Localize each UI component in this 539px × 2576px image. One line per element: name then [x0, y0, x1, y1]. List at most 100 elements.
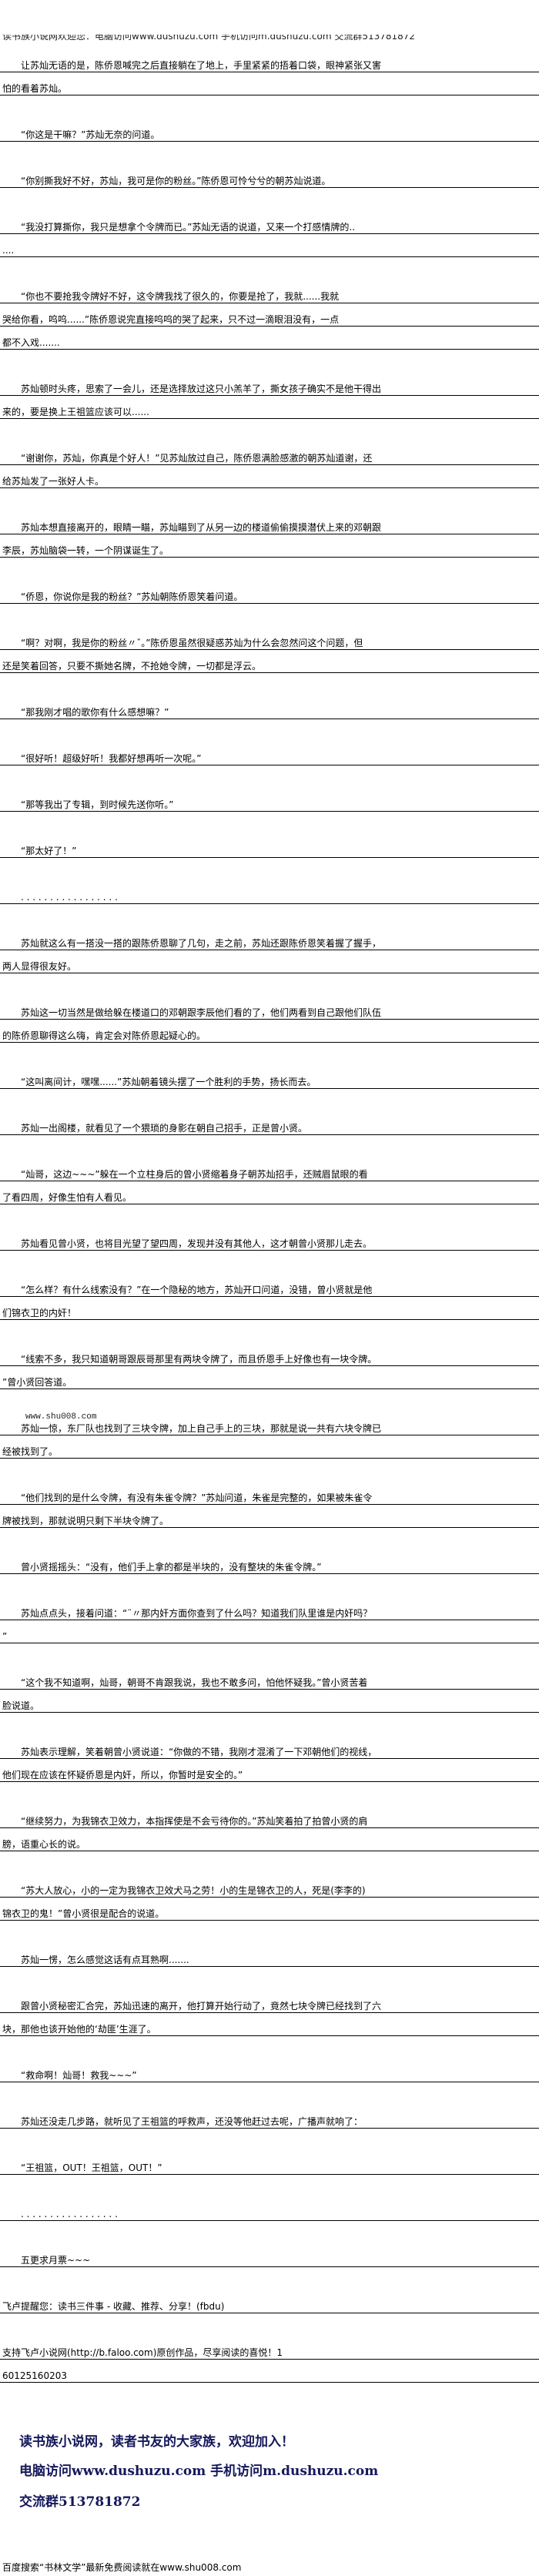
text-line: 苏灿就这么有一搭没一搭的跟陈侨恩聊了几句，走之前，苏灿还跟陈侨恩笑着握了握手， [0, 927, 539, 950]
blank-line [0, 142, 539, 165]
blank-line [0, 419, 539, 442]
text-line: 的陈侨恩聊得这么嗨，肯定会对陈侨恩起疑心的。 [0, 1020, 539, 1043]
text-line: 曾小贤摇摇头：“没有，他们手上拿的都是半块的，没有整块的朱雀令牌。” [0, 1551, 539, 1574]
blank-line [0, 812, 539, 835]
text-line: 锦衣卫的鬼！”曾小贤很是配合的说道。 [0, 1898, 539, 1921]
chapter-body: 让苏灿无语的是，陈侨恩喊完之后直接躺在了地上，手里紧紧的捂着口袋，眼神紧张又害怕… [0, 49, 539, 2383]
blank-line [0, 488, 539, 511]
text-line: 们锦衣卫的内奸！ [0, 1297, 539, 1320]
text-line: 给苏灿发了一张好人卡。 [0, 465, 539, 488]
text-line: .... [0, 234, 539, 257]
blank-line [0, 1089, 539, 1112]
blank-line [0, 257, 539, 280]
text-line: “这个我不知道啊，灿哥，朝哥不肯跟我说，我也不敢多问，怕他怀疑我。”曾小贤苦着 [0, 1667, 539, 1690]
blank-line [0, 1135, 539, 1158]
text-line: . . . . . . . . . . . . . . . . . [0, 881, 539, 904]
text-line: “啊？对啊，我是你的粉丝〃ˇ。”陈侨恩虽然很疑惑苏灿为什么会忽然问这个问题，但 [0, 627, 539, 650]
blank-line [0, 2036, 539, 2059]
text-line: 苏灿顿时头疼，思索了一会儿，还是选择放过这只小羔羊了，撕女孩子确实不是他干得出 [0, 373, 539, 396]
text-line: “救命啊！灿哥！救我~~~” [0, 2059, 539, 2082]
text-line: “很好听！超级好听！我都好想再听一次呢。” [0, 742, 539, 765]
text-line: 苏灿一惊，东厂队也找到了三块令牌，加上自己手上的三块，那就是说一共有六块令牌已 [0, 1412, 539, 1435]
text-line: “谢谢你，苏灿，你真是个好人！”见苏灿放过自己，陈侨恩满脸感激的朝苏灿道谢，还 [0, 442, 539, 465]
text-line: “继续努力，为我锦衣卫效力，本指挥使是不会亏待你的。”苏灿笑着拍了拍曾小贤的肩 [0, 1805, 539, 1828]
text-line: “你别撕我好不好，苏灿，我可是你的粉丝。”陈侨恩可怜兮兮的朝苏灿说道。 [0, 165, 539, 188]
blank-line [0, 673, 539, 696]
text-line: 苏灿一愣，怎么感觉这话有点耳熟啊....... [0, 1944, 539, 1967]
text-line: 两人显得很友好。 [0, 950, 539, 973]
blank-line [0, 1574, 539, 1597]
text-line: “苏大人放心，小的一定为我锦衣卫效犬马之劳！小的生是锦衣卫的人，死是(李李的) [0, 1874, 539, 1898]
text-line: 还是笑着回答，只要不撕她名牌，不抢她令牌，一切都是浮云。 [0, 650, 539, 673]
text-line: 跟曾小贤秘密汇合完，苏灿迅速的离开，他打算开始行动了，竟然七块令牌已经找到了六 [0, 1990, 539, 2013]
text-line: “你也不要抢我令牌好不好，这令牌我找了很久的，你要是抢了，我就......我就 [0, 280, 539, 303]
blank-line [0, 1204, 539, 1228]
blank-line [0, 1713, 539, 1736]
blank-line [0, 1643, 539, 1667]
site-banner-text: 读书族小说网欢迎您：电脑访问www.dushuzu.com 手机访问m.dush… [2, 35, 416, 42]
text-line: 脸说道。 [0, 1690, 539, 1713]
text-line: 怕的看着苏灿。 [0, 72, 539, 95]
blank-line [0, 1043, 539, 1066]
blank-line [0, 719, 539, 742]
watermark-url: www.shu008.com [25, 1412, 97, 1422]
text-line: “那等我出了专辑，到时候先送你听。” [0, 789, 539, 812]
site-banner: 读书族小说网欢迎您：电脑访问www.dushuzu.com 手机访问m.dush… [2, 35, 539, 44]
text-line: “他们找到的是什么令牌，有没有朱雀令牌？”苏灿问道，朱雀是完整的，如果被朱雀令 [0, 1482, 539, 1505]
text-line: 苏灿点点头，接着问道：“¨〃那内奸方面你查到了什么吗？知道我们队里谁是内奸吗？ [0, 1597, 539, 1620]
text-line: 经被找到了。 [0, 1435, 539, 1459]
text-line: 膀，语重心长的说。 [0, 1828, 539, 1851]
text-line: “我没打算撕你，我只是想拿个令牌而已。”苏灿无语的说道，又来一个打感情牌的.. [0, 211, 539, 234]
blank-line [0, 95, 539, 119]
blank-line [0, 973, 539, 997]
text-line: “灿哥，这边~~~”躲在一个立柱身后的曾小贤缩着身子朝苏灿招手，还贼眉鼠眼的看 [0, 1158, 539, 1181]
blank-line [0, 2175, 539, 2198]
text-line: 飞卢提醒您：读书三件事 - 收藏、推荐、分享！(fbdu) [0, 2290, 539, 2313]
text-line: 都不入戏....... [0, 327, 539, 350]
text-line: 牌被找到，那就说明只剩下半块令牌了。 [0, 1505, 539, 1528]
blank-line [0, 350, 539, 373]
text-line: 支持飞卢小说网(http://b.faloo.com)原创作品，尽享阅读的喜悦！… [0, 2336, 539, 2360]
blank-line [0, 2082, 539, 2105]
text-line: 60125160203 [0, 2360, 539, 2383]
blank-line [0, 1921, 539, 1944]
text-line: ” [0, 1620, 539, 1643]
text-line: “这叫离间计，嘿嘿......”苏灿朝着镜头摆了一个胜利的手势，扬长而去。 [0, 1066, 539, 1089]
text-line: . . . . . . . . . . . . . . . . . [0, 2198, 539, 2221]
blank-line [0, 1782, 539, 1805]
text-line: 苏灿表示理解，笑着朝曾小贤说道：“你做的不错，我刚才混淆了一下邓朝他们的视线， [0, 1736, 539, 1759]
text-line: “怎么样？有什么线索没有？”在一个隐秘的地方，苏灿开口问道，没错，曾小贤就是他 [0, 1274, 539, 1297]
text-line: 苏灿还没走几步路，就听见了王祖篮的呼救声，还没等他赶过去呢，广播声就响了： [0, 2105, 539, 2129]
promo-welcome: 读书族小说网，读者书友的大家族，欢迎加入！ [19, 2434, 294, 2450]
text-line: 哭给你看，呜呜......”陈侨恩说完直接呜呜的哭了起来，只不过一滴眼泪没有，一… [0, 303, 539, 327]
footer-search-tip: 百度搜索“书林文学”最新免费阅读就在www.shu008.com [2, 2562, 242, 2573]
text-line: “那太好了！” [0, 835, 539, 858]
text-line: 苏灿看见曾小贤，也将目光望了望四周，发现并没有其他人，这才朝曾小贤那儿走去。 [0, 1228, 539, 1251]
blank-line [0, 2129, 539, 2152]
text-line: 苏灿这一切当然是做给躲在楼道口的邓朝跟李辰他们看的了，他们两看到自己跟他们队伍 [0, 997, 539, 1020]
blank-line [0, 558, 539, 581]
text-line: 他们现在应该在怀疑侨恩是内奸，所以，你暂时是安全的。” [0, 1759, 539, 1782]
text-line: 五更求月票~~~ [0, 2244, 539, 2267]
text-line: “你这是干嘛？”苏灿无奈的问道。 [0, 119, 539, 142]
blank-line [0, 1251, 539, 1274]
blank-line [0, 1967, 539, 1990]
blank-line [0, 858, 539, 881]
blank-line [0, 1320, 539, 1343]
text-line: “侨恩，你说你是我的粉丝？”苏灿朝陈侨恩笑着问道。 [0, 581, 539, 604]
text-line: 苏灿一出阁楼，就看见了一个猥琐的身影在朝自己招手，正是曾小贤。 [0, 1112, 539, 1135]
blank-line [0, 1459, 539, 1482]
promo-links[interactable]: 电脑访问www.dushuzu.com 手机访问m.dushuzu.com [19, 2464, 379, 2479]
text-line: “那我刚才唱的歌你有什么感想嘛？” [0, 696, 539, 719]
text-line: 苏灿本想直接离开的，眼睛一瞄，苏灿瞄到了从另一边的楼道偷偷摸摸潜伏上来的邓朝跟 [0, 511, 539, 534]
text-line: 来的，要是换上王祖篮应该可以...... [0, 396, 539, 419]
text-line: 块，那他也该开始他的‘劫匪’生涯了。 [0, 2013, 539, 2036]
text-line: ”曾小贤回答道。 [0, 1366, 539, 1389]
blank-line [0, 1528, 539, 1551]
blank-line [0, 188, 539, 211]
blank-line [0, 765, 539, 789]
blank-line [0, 2313, 539, 2336]
text-line: “王祖篮，OUT！王祖篮，OUT！” [0, 2152, 539, 2175]
blank-line [0, 904, 539, 927]
promo-group: 交流群513781872 [19, 2494, 141, 2510]
